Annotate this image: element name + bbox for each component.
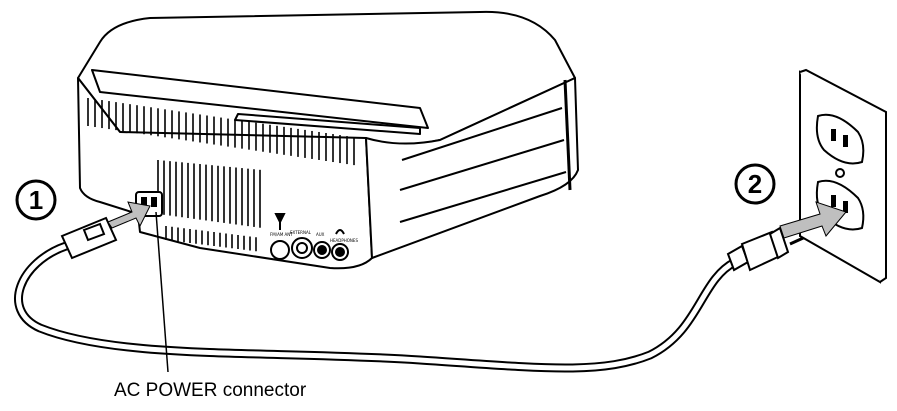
caption-leader-line bbox=[155, 211, 169, 373]
antenna-icon bbox=[274, 213, 286, 230]
power-cord bbox=[14, 241, 740, 373]
step-1-badge: 1 bbox=[15, 179, 57, 221]
aux-jack-inner bbox=[317, 245, 327, 255]
step-1-number: 1 bbox=[29, 185, 43, 215]
side-line bbox=[401, 107, 563, 161]
front-edge bbox=[563, 79, 572, 191]
outlet-upper-receptacle bbox=[815, 113, 865, 165]
radio-unit bbox=[77, 10, 579, 270]
rear-label-aux: AUX bbox=[316, 232, 325, 237]
rear-label-external: EXTERNAL bbox=[290, 230, 312, 235]
step-2-number: 2 bbox=[748, 169, 762, 199]
outlet-screw bbox=[835, 168, 845, 178]
side-line bbox=[399, 171, 567, 223]
rear-label-antenna: FM/AM ANT bbox=[270, 232, 293, 237]
rear-vents bbox=[87, 98, 355, 252]
ac-power-connector-caption: AC POWER connector bbox=[114, 380, 307, 401]
insert-arrow-2 bbox=[779, 201, 847, 239]
headphones-jack-inner bbox=[335, 247, 345, 257]
insert-arrow-1 bbox=[107, 201, 151, 229]
step-2-badge: 2 bbox=[734, 163, 776, 205]
iec-power-plug bbox=[60, 216, 118, 260]
radio-rear-panel bbox=[77, 77, 373, 270]
antenna-jack bbox=[270, 240, 290, 260]
headphones-icon bbox=[335, 229, 345, 235]
rear-panel-jacks bbox=[270, 213, 349, 261]
rear-label-headphones: HEADPHONES bbox=[330, 238, 358, 243]
top-vent-strip-right bbox=[234, 113, 421, 135]
side-line bbox=[399, 139, 565, 191]
top-vent-strip bbox=[91, 69, 429, 129]
wall-outlet bbox=[799, 68, 887, 284]
external-jack-inner bbox=[296, 242, 308, 254]
